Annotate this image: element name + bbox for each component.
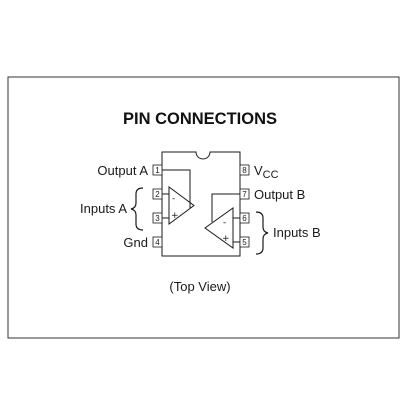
op-amp-a-inverting-sign: - [172,194,175,204]
pin-2: 2 [152,188,163,200]
label-vcc-main: V [254,163,263,178]
op-amp-b: - + [204,207,234,249]
op-amp-a-wiring [162,169,191,219]
svg-text:1: 1 [155,166,160,175]
brace-inputs-b [255,211,269,255]
pin-1: 1 [152,164,163,176]
op-amp-b-noninverting-sign: + [222,234,230,244]
pin-7: 7 [239,188,250,200]
label-output-a: Output A [97,163,148,178]
svg-text:8: 8 [242,166,247,175]
label-vcc-subscript: CC [263,169,279,181]
caption-top-view: (Top View) [169,279,230,294]
pin-4: 4 [152,236,163,248]
label-output-b: Output B [254,187,305,202]
op-amp-a: - + [168,186,195,225]
svg-text:6: 6 [242,214,247,223]
label-inputs-b: Inputs B [273,225,321,240]
op-amp-b-triangle [204,207,234,249]
pin-6: 6 [239,212,250,224]
pin-3: 3 [152,212,163,224]
svg-text:2: 2 [155,190,160,199]
label-gnd: Gnd [123,235,148,250]
label-inputs-a: Inputs A [80,201,127,216]
op-amp-a-noninverting-sign: + [171,211,179,221]
pin-5: 5 [239,236,250,248]
svg-text:7: 7 [242,190,247,199]
pin-8: 8 [239,164,250,176]
svg-text:3: 3 [155,214,160,223]
op-amp-b-inverting-sign: - [223,218,226,228]
op-amp-a-triangle [168,186,195,225]
label-vcc: VCC [254,163,279,181]
svg-text:4: 4 [155,238,160,247]
op-amp-b-wiring [211,193,240,243]
brace-inputs-a [130,187,144,231]
svg-text:5: 5 [242,238,247,247]
diagram-title: PIN CONNECTIONS [123,110,277,128]
